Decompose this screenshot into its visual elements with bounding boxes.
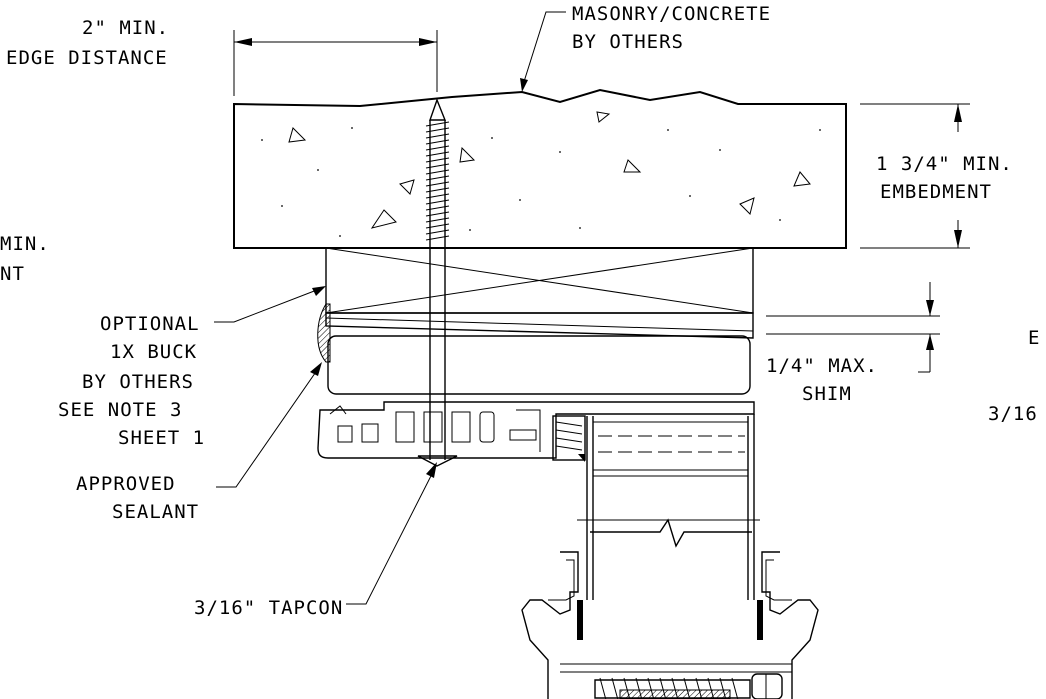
buck-label-1: OPTIONAL	[100, 313, 200, 335]
left-cut-label-2: NT	[0, 263, 25, 285]
tapcon-screw	[417, 98, 458, 467]
right-cut-label-1: E	[1028, 327, 1040, 349]
wood-buck	[325, 247, 754, 339]
sealant-label-1: APPROVED	[76, 473, 176, 495]
leader-lines	[214, 11, 566, 605]
edge-distance-dimension	[233, 30, 438, 96]
shim-dimension	[766, 282, 940, 373]
buck-label-4: SEE NOTE 3	[58, 399, 182, 421]
concrete-slab	[233, 88, 847, 249]
edge-distance-label-1: 2" MIN.	[82, 17, 169, 39]
window-frame-profile	[521, 414, 819, 699]
edge-distance-label-2: EDGE DISTANCE	[6, 47, 168, 69]
left-cut-label-1: MIN.	[0, 233, 50, 255]
embedment-label-1: 1 3/4" MIN.	[876, 153, 1013, 175]
sealant-label-2: SEALANT	[112, 501, 199, 523]
buck-label-3: BY OTHERS	[82, 371, 194, 393]
right-cut-label-2: 3/16	[988, 403, 1038, 425]
frame-head-extrusion	[317, 401, 755, 459]
tapcon-label: 3/16" TAPCON	[194, 597, 343, 619]
embedment-label-2: EMBEDMENT	[880, 181, 992, 203]
labels: 2" MIN. EDGE DISTANCE MASONRY/CONCRETE B…	[0, 3, 1040, 619]
buck-label-2: 1X BUCK	[110, 341, 197, 363]
shim-label-2: SHIM	[802, 383, 852, 405]
buck-label-5: SHEET 1	[118, 427, 205, 449]
shim-label-1: 1/4" MAX.	[766, 355, 878, 377]
masonry-label-2: BY OTHERS	[572, 31, 684, 53]
masonry-label-1: MASONRY/CONCRETE	[572, 3, 771, 25]
embedment-dimension	[860, 103, 970, 249]
sealant-bead	[317, 303, 331, 363]
hatched-buck	[327, 335, 751, 395]
